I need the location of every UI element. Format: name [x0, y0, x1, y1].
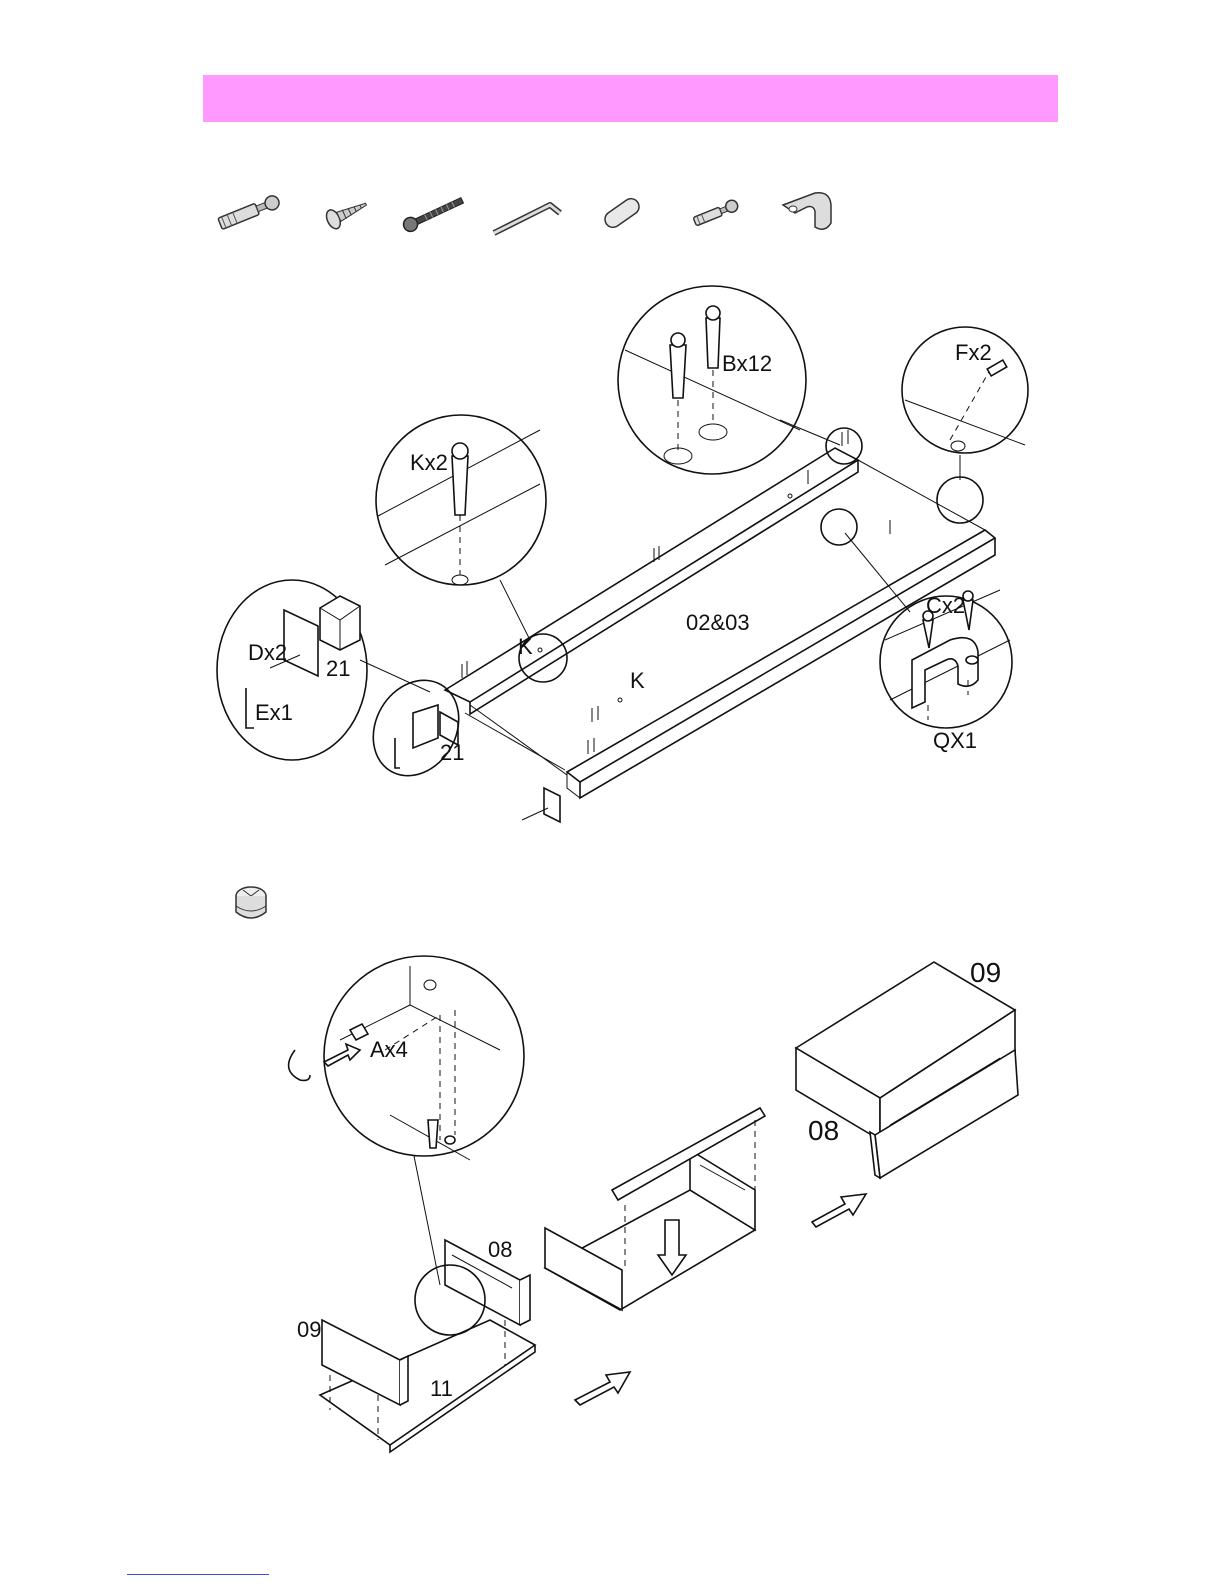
rail-bolts [462, 430, 890, 754]
callout-circle-cx-qx: Cx2 QX1 [880, 590, 1012, 753]
callout-circle-fx: Fx2 [902, 327, 1028, 453]
drawer-subassembly-middle [545, 1108, 765, 1310]
callout-cx-label: Cx2 [926, 593, 965, 618]
part-08-side-label: 08 [488, 1237, 512, 1262]
callout-circle-bx: Bx12 [618, 286, 806, 474]
step2-drawer-assembly-diagram: Ax4 09 08 11 [0, 940, 1225, 1470]
part-21-label-a: 21 [326, 656, 350, 681]
part-11-bottom-label: 11 [430, 1376, 453, 1401]
part-09-side-label: 09 [297, 1317, 321, 1342]
callout-ex-label: Ex1 [255, 700, 293, 725]
assembly-arrow-middle [575, 1372, 630, 1405]
step1-frame-assembly-diagram: Bx12 Fx2 Kx2 Dx2 [0, 0, 1225, 860]
finished-drawer: 09 08 [796, 957, 1018, 1178]
part-09-top-label: 09 [970, 957, 1001, 988]
callout-fx-label: Fx2 [955, 340, 992, 365]
cam-lock-icon [228, 882, 274, 926]
callout-circle-kx: Kx2 [376, 415, 546, 585]
k-label-b: K [630, 668, 645, 693]
drawer-subassembly-left: 09 08 11 [297, 1237, 535, 1452]
part-08-front-label: 08 [808, 1115, 839, 1146]
callout-circle-ax: Ax4 [289, 956, 524, 1160]
callout-ax-label: Ax4 [370, 1037, 408, 1062]
callout-circle-dx-ex: Dx2 Ex1 21 [217, 580, 367, 760]
footer-link-underline [127, 1574, 269, 1575]
callout-qx-label: QX1 [933, 728, 977, 753]
panel-02-03-label: 02&03 [686, 610, 750, 635]
callout-kx-label: Kx2 [410, 450, 448, 475]
assembly-arrow-right [812, 1194, 866, 1227]
callout-bx-label: Bx12 [722, 351, 772, 376]
k-label-a: K [518, 634, 533, 659]
callout-dx-label: Dx2 [248, 640, 287, 665]
part-21-label-b: 21 [440, 740, 464, 765]
